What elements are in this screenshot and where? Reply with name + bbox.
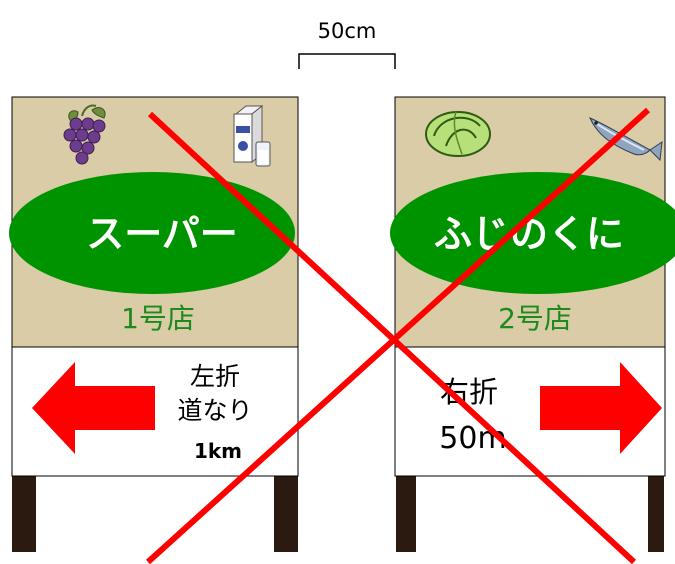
gap-bracket	[298, 53, 396, 69]
left-distance: 1km	[194, 439, 242, 463]
right-sign: ふじのくに 2号店 右折 50m	[390, 96, 675, 552]
left-store-name: スーパー	[86, 212, 238, 256]
right-post-left	[396, 476, 416, 552]
left-post-right	[274, 476, 298, 552]
cross-line-2	[145, 107, 651, 564]
right-post-right	[648, 476, 664, 552]
right-oval	[390, 172, 675, 294]
cabbage-icon	[425, 111, 491, 157]
cross-out-x	[145, 107, 651, 564]
milk-carton-icon	[233, 104, 271, 167]
left-branch: 1号店	[121, 302, 195, 335]
right-distance: 50m	[439, 421, 506, 456]
gap-dimension: 50cm	[298, 19, 396, 69]
left-direction-line1: 左折	[190, 362, 240, 391]
left-post-left	[12, 476, 36, 552]
left-oval	[9, 172, 295, 294]
right-branch: 2号店	[498, 302, 572, 335]
left-arrow	[32, 362, 155, 454]
left-direction-line2: 道なり	[177, 396, 252, 425]
left-sign: スーパー 1号店 左折 道なり 1km	[9, 96, 299, 552]
gap-label: 50cm	[318, 19, 377, 43]
right-arrow	[540, 362, 662, 454]
grapes-icon	[63, 104, 106, 165]
